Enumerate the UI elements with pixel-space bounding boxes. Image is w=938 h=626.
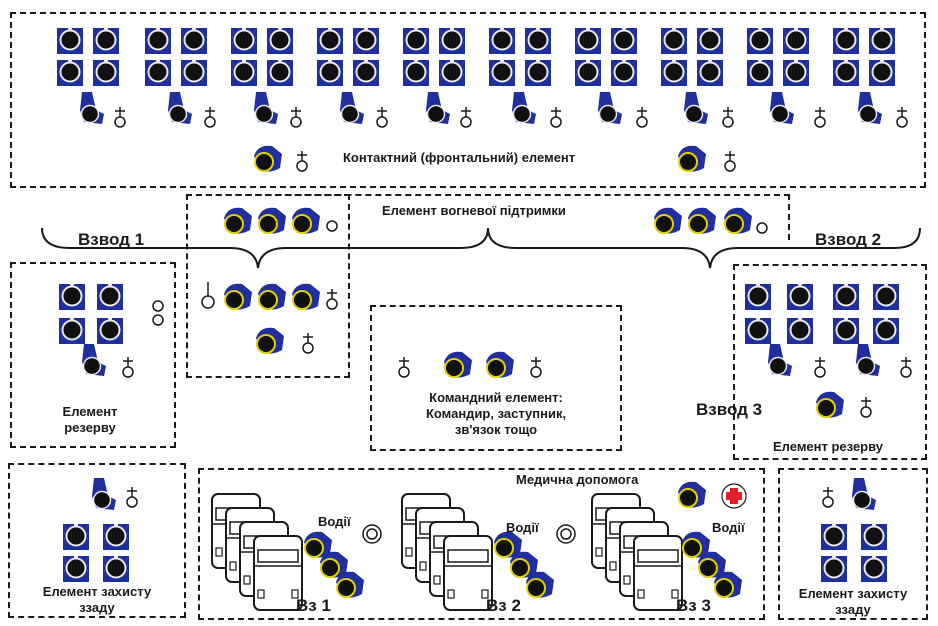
- contact-element-label: Контактний (фронтальний) елемент: [343, 150, 576, 165]
- drivers-label-2: Водії: [506, 520, 539, 535]
- vehicle-label-1: Вз 1: [296, 596, 331, 615]
- vehicle-stack-3: [591, 493, 683, 611]
- vehicle-label-2: Вз 2: [486, 596, 521, 615]
- reserve-right-group: [744, 283, 912, 419]
- drivers-group-1: [303, 524, 382, 599]
- rear-guard-left-group: [62, 477, 138, 583]
- platoon-1-brace: [41, 227, 489, 269]
- vehicle-label-3: Вз 3: [676, 596, 711, 615]
- rear-guard-left-label: Елемент захисту ззаду: [14, 584, 180, 616]
- fire-support-right-frame: [186, 194, 790, 240]
- rear-guard-right-line2: ззаду: [835, 602, 871, 617]
- command-element-label: Командний елемент: Командир, заступник, …: [380, 390, 612, 438]
- rear-guard-right-group: [820, 477, 888, 583]
- reserve-left-group: [58, 283, 164, 378]
- vehicle-stack-2: [401, 493, 493, 611]
- drivers-label-1: Водії: [318, 514, 351, 529]
- rear-guard-right-line1: Елемент захисту: [798, 586, 908, 601]
- reserve-left-frame: [10, 262, 176, 448]
- platoon-3-label: Взвод 3: [696, 400, 763, 419]
- reserve-right-label: Елемент резерву: [773, 439, 884, 454]
- rear-guard-left-line1: Елемент захисту: [42, 584, 152, 599]
- drivers-label-3: Водії: [712, 520, 745, 535]
- rear-guard-left-line2: ззаду: [79, 600, 115, 615]
- platoon-2-label: Взвод 2: [815, 230, 882, 249]
- contact-leaders-row: [79, 91, 908, 128]
- fire-support-left-group: [223, 206, 338, 235]
- fire-support-right-group: [653, 206, 768, 235]
- command-element-frame: [370, 305, 622, 451]
- contact-soldier-rows: [56, 27, 896, 87]
- transport-frame: [198, 468, 765, 620]
- contact-element-frame: [10, 12, 926, 188]
- rear-guard-left-frame: [8, 463, 186, 618]
- platoon-1-label: Взвод 1: [78, 230, 145, 249]
- medic-group: [677, 480, 747, 509]
- reserve-right-frame: [733, 264, 927, 460]
- reserve-left-line1: Елемент: [62, 404, 118, 419]
- command-line3: зв'язок тощо: [454, 422, 538, 437]
- rear-guard-right-frame: [778, 468, 928, 620]
- command-group: [398, 350, 542, 379]
- command-line1: Командний елемент:: [429, 390, 563, 405]
- vehicle-stack-1: [211, 493, 303, 611]
- drivers-group-3: [681, 530, 743, 599]
- fire-support-main-row: [201, 282, 338, 355]
- fire-support-label: Елемент вогневої підтримки: [382, 203, 566, 218]
- command-line2: Командир, заступник,: [425, 406, 567, 421]
- rear-guard-right-label: Елемент захисту ззаду: [782, 586, 924, 618]
- reserve-left-line2: резерву: [64, 420, 116, 435]
- reserve-left-label: Елемент резерву: [40, 404, 140, 436]
- platoon-2-brace: [487, 227, 921, 269]
- medical-help-label: Медична допомога: [516, 472, 639, 487]
